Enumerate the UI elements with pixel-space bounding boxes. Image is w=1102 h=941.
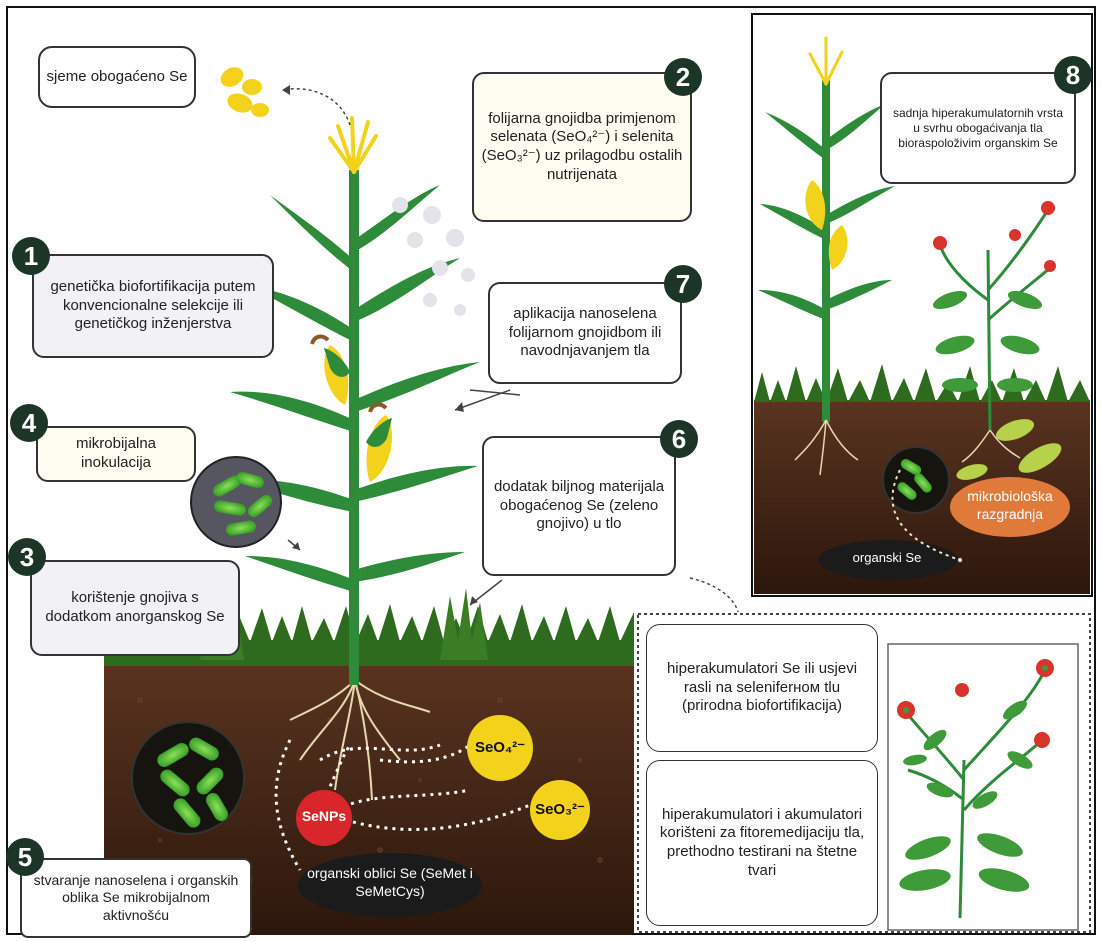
step-1-badge: 1 [12,237,50,275]
green-manure-label: dodatak biljnog materijala obogaćenog Se… [482,436,676,576]
nanoselenium-formation-label: stvaranje nanoselena i organskih oblika … [20,858,252,938]
soil-microbe-circle [132,722,244,834]
hyperaccumulator-planting-label: sadnja hiperakumulatornih vrsta u svrhu … [880,72,1076,184]
foliar-fertilization-label: folijarna gnojidba primjenom selenata (S… [472,72,692,222]
nanoselenium-application-label: aplikacija nanoselena folijarnom gnojidb… [488,282,682,384]
step-7-badge: 7 [664,265,702,303]
step-5-badge: 5 [6,838,44,876]
microbial-inoculation-label: mikrobijalna inokulacija [36,426,196,482]
step-8-badge: 8 [1054,56,1092,94]
enriched-seeds [217,63,269,117]
step-4-badge: 4 [10,404,48,442]
genetic-biofortification-label: genetička biofortifikacija putem konvenc… [32,254,274,358]
organic-forms-text: organski oblici Se (SeMet i SeMetCys) [306,864,474,900]
step-3-badge: 3 [8,538,46,576]
organic-se-text: organski Se [832,550,942,565]
inorganic-fertilizer-label: korištenje gnojiva s dodatkom anorgansko… [30,560,240,656]
selenite-text: SeO₃²⁻ [530,800,590,818]
phytoremediation-label: hiperakumulatori i akumulatori korišteni… [646,760,878,926]
selenate-text: SeO₄²⁻ [470,738,530,756]
microbe-inoculation-circle [191,457,281,547]
microbial-decomposition-text: mikrobiološka razgradnja [952,488,1068,523]
step-6-badge: 6 [660,420,698,458]
natural-biofortification-label: hiperakumulatori Se ili usjevi rasli na … [646,624,878,752]
step-2-badge: 2 [664,58,702,96]
seed-label: sjeme obogaćeno Se [38,46,196,108]
senps-text: SeNPs [290,808,358,824]
main-corn-plant [230,118,480,685]
